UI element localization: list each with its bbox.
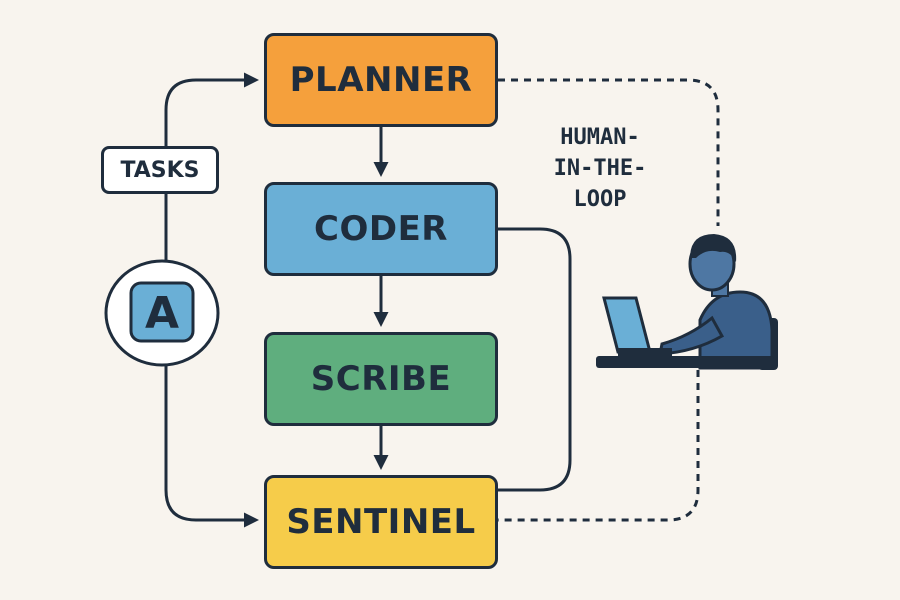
- laptop-screen: [602, 296, 652, 354]
- hitl-line-3: LOOP: [573, 187, 627, 212]
- planner-node[interactable]: PLANNER: [264, 33, 498, 127]
- planner-label: PLANNER: [289, 60, 473, 100]
- coder-label: CODER: [314, 209, 448, 249]
- sentinel-label: SENTINEL: [286, 502, 476, 542]
- laptop-base: [618, 348, 672, 356]
- tasks-label-text: TASKS: [120, 157, 200, 183]
- scribe-label: SCRIBE: [310, 359, 452, 399]
- tasks-label[interactable]: TASKS: [101, 146, 219, 194]
- edge-badge-to-sentinel: [164, 364, 259, 528]
- edge-planner-to-human: [498, 78, 720, 226]
- sentinel-node[interactable]: SENTINEL: [264, 475, 498, 569]
- desk-surface: [596, 356, 774, 368]
- agent-badge-tile: [129, 281, 195, 343]
- person-torso: [698, 290, 774, 370]
- edge-tasks-to-planner: [164, 72, 259, 146]
- hitl-line-2: IN-THE-: [553, 156, 647, 181]
- coder-node[interactable]: CODER: [264, 182, 498, 276]
- person-at-laptop-icon: [596, 234, 778, 370]
- edge-human-to-sentinel: [498, 370, 700, 522]
- agent-badge-letter: A: [145, 288, 179, 339]
- human-in-the-loop-label: HUMAN- IN-THE- LOOP: [520, 122, 680, 215]
- person-hair: [690, 234, 737, 262]
- hitl-line-1: HUMAN-: [560, 125, 640, 150]
- edge-coder-to-sentinel: [498, 227, 572, 492]
- scribe-node[interactable]: SCRIBE: [264, 332, 498, 426]
- agent-badge: A: [104, 259, 220, 367]
